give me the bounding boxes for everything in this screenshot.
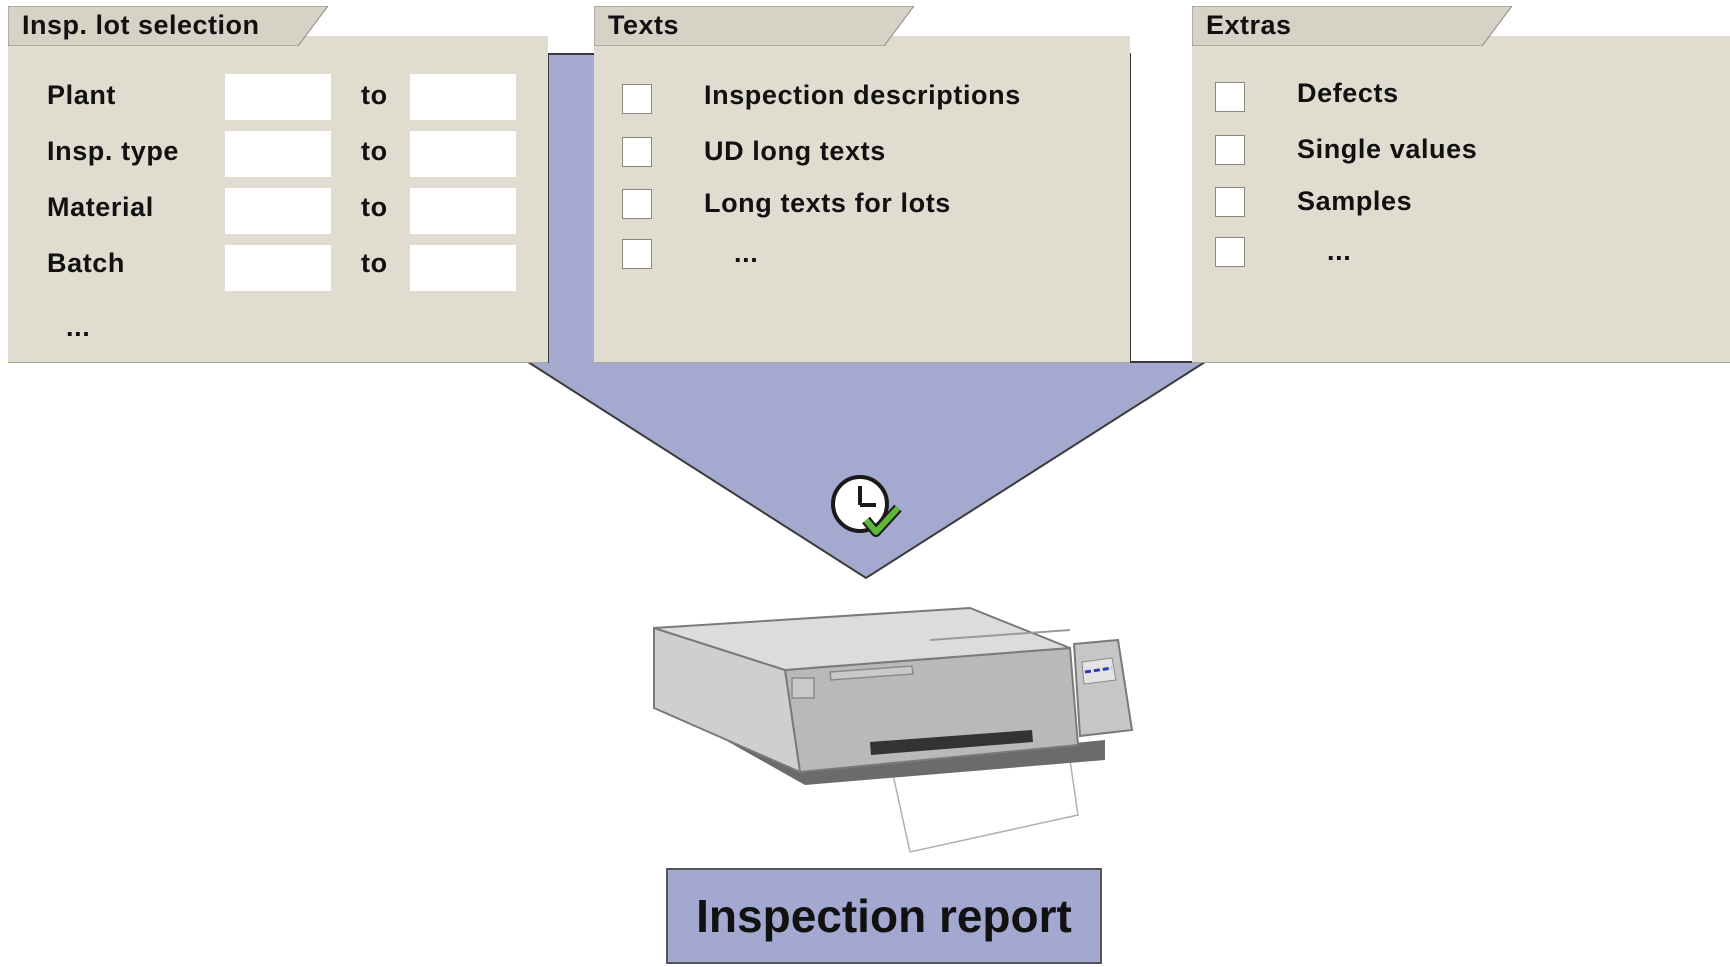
lot-selection-tab[interactable]: Insp. lot selection [8, 6, 328, 46]
material-to-label: to [361, 192, 388, 222]
tab-shape [594, 6, 914, 46]
lot-selection-tab-label: Insp. lot selection [22, 10, 260, 40]
defects-label: Defects [1297, 78, 1399, 108]
selection-more-label: ... [66, 312, 91, 342]
ud-long-texts-label: UD long texts [704, 136, 886, 166]
batch-to-label: to [361, 248, 388, 278]
inspection-descriptions-label: Inspection descriptions [704, 80, 1021, 110]
insp-type-to-label: to [361, 136, 388, 166]
extras-tab-label: Extras [1206, 10, 1292, 40]
inspection-descriptions-checkbox[interactable] [622, 84, 652, 114]
insp-type-to-field[interactable] [410, 131, 516, 177]
inspection-report-label: Inspection report [696, 890, 1072, 942]
texts-tab[interactable]: Texts [594, 6, 914, 46]
texts-more-checkbox[interactable] [622, 239, 652, 269]
batch-from-field[interactable] [225, 245, 331, 291]
tab-shape [1192, 6, 1512, 46]
batch-to-field[interactable] [410, 245, 516, 291]
insp-type-from-field[interactable] [225, 131, 331, 177]
inspection-report-box: Inspection report [666, 868, 1102, 964]
texts-tab-label: Texts [608, 10, 680, 40]
single-values-checkbox[interactable] [1215, 135, 1245, 165]
material-to-field[interactable] [410, 188, 516, 234]
ud-long-texts-checkbox[interactable] [622, 137, 652, 167]
texts-panel [594, 36, 1130, 363]
texts-more-label: ... [734, 238, 759, 268]
tab-shape [8, 6, 328, 46]
extras-tab[interactable]: Extras [1192, 6, 1512, 46]
long-texts-for-lots-checkbox[interactable] [622, 189, 652, 219]
insp-type-label: Insp. type [47, 136, 180, 166]
single-values-label: Single values [1297, 134, 1478, 164]
clock-check-icon [831, 475, 902, 537]
material-from-field[interactable] [225, 188, 331, 234]
samples-label: Samples [1297, 186, 1413, 216]
samples-checkbox[interactable] [1215, 187, 1245, 217]
defects-checkbox[interactable] [1215, 82, 1245, 112]
material-label: Material [47, 192, 154, 222]
extras-panel [1192, 36, 1730, 363]
plant-to-field[interactable] [410, 74, 516, 120]
batch-label: Batch [47, 248, 126, 278]
long-texts-for-lots-label: Long texts for lots [704, 188, 951, 218]
printer-icon [653, 606, 1134, 853]
plant-label: Plant [47, 80, 117, 110]
extras-more-label: ... [1327, 236, 1352, 266]
plant-to-label: to [361, 80, 388, 110]
plant-from-field[interactable] [225, 74, 331, 120]
extras-more-checkbox[interactable] [1215, 237, 1245, 267]
